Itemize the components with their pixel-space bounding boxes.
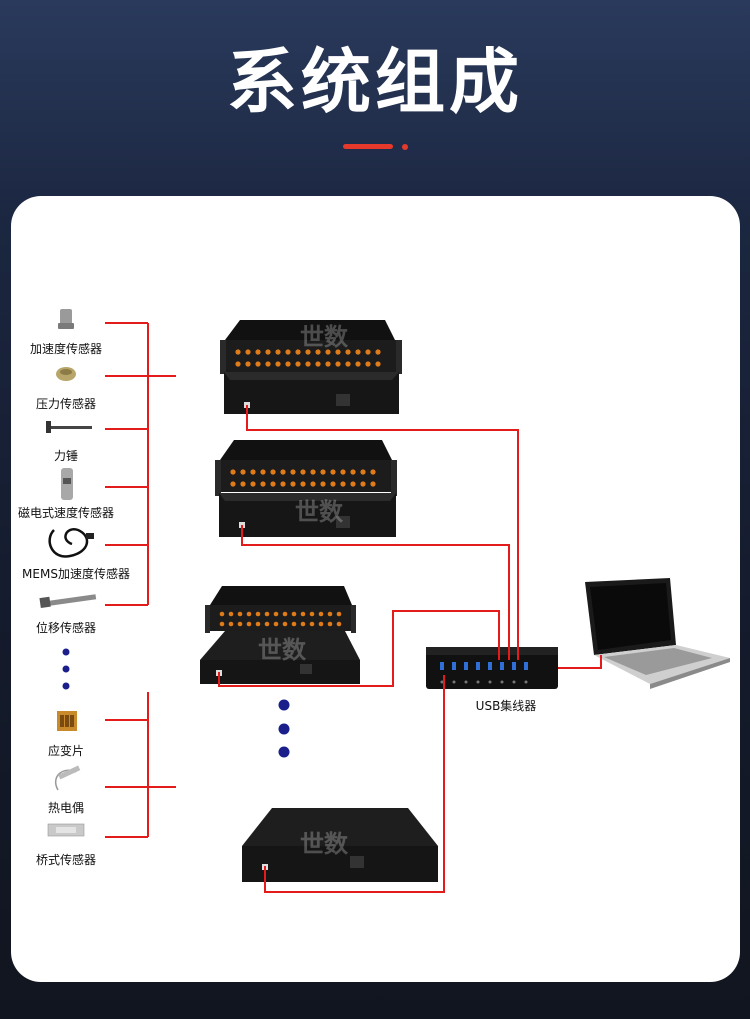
sensor-label-strain-gauge: 应变片 [47,744,84,758]
thermocouple-icon [55,765,81,791]
acquisition-unit-2 [215,440,397,537]
strain-gauge-icon [57,711,77,731]
watermark-1: 世数 [300,323,349,351]
watermark-2: 世数 [295,498,344,526]
title-accent-bar [343,144,393,149]
acquisition-unit-4 [242,808,438,882]
force-hammer-icon [46,421,92,433]
hub-label: USB集线器 [475,699,537,713]
pressure-sensor-icon [56,367,76,381]
acquisition-unit-1 [220,320,402,414]
watermark-3: 世数 [258,636,307,664]
sensor-more-dots [62,648,70,690]
sensor-label-velocity: 磁电式速度传感器 [17,506,114,520]
sensor-label-pressure: 压力传感器 [35,397,96,411]
accelerometer-icon [58,309,74,329]
mems-sensor-icon [48,528,94,558]
device-more-dots [278,699,290,758]
sensor-label-bridge: 桥式传感器 [35,853,96,867]
sensor-label-accelerometer: 加速度传感器 [29,342,102,356]
displacement-sensor-icon [39,594,97,608]
usb-wiring [218,405,602,893]
usb-hub-icon [426,647,558,689]
sensor-wiring [105,322,176,838]
acquisition-unit-3 [200,586,360,684]
page-title: 系统组成 [227,41,523,123]
sensor-label-mems: MEMS加速度传感器 [22,567,130,581]
title-accent-dot [402,144,408,150]
sensor-label-force-hammer: 力锤 [53,449,78,463]
sensor-label-displacement: 位移传感器 [35,621,96,635]
laptop-icon [585,578,730,689]
velocity-sensor-icon [61,468,73,500]
sensor-label-thermocouple: 热电偶 [47,801,84,815]
watermark-4: 世数 [300,830,349,858]
bridge-sensor-icon [47,823,85,837]
